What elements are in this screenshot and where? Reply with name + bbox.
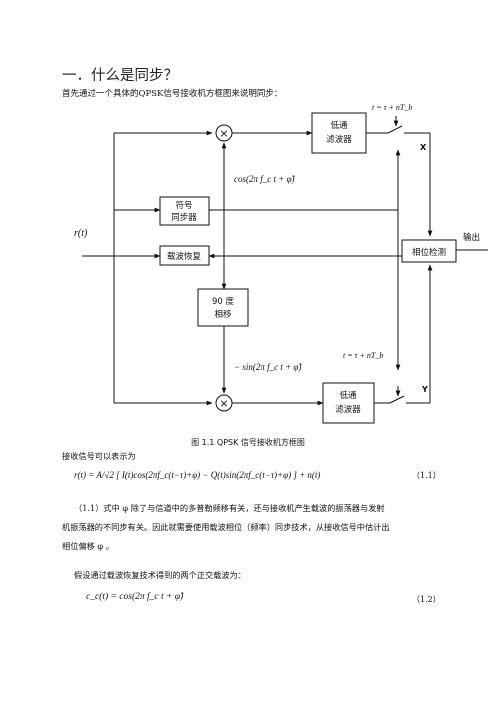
lpf-top-line1: 低通 [330,120,348,131]
equation-1-2-number: （1.2） [412,595,441,604]
phase-shift-box [197,288,249,327]
svg-text:×: × [219,127,228,140]
svg-text:×: × [219,397,228,410]
received-intro: 接收信号可以表示为 [62,451,136,461]
lpf-bottom-line2: 滤波器 [335,404,361,415]
x-label: X [420,143,427,152]
para2: 假设通过载波恢复技术得到的两个正交载波为： [74,570,246,580]
phase-shift-line2: 相移 [214,309,232,320]
figure-caption: 图 1.1 QPSK 信号接收机方框图 [191,438,305,447]
lpf-top-box [311,112,367,154]
para1-line1: （1.1）式中 φ 除了与信道中的多普勒频移有关，还与接收机产生载波的振荡器与发… [74,503,385,513]
equation-1-2: c_c(t) = cos(2π f_c t + φ̂) [86,592,184,602]
qpsk-receiver-diagram: × × 低通 滤波器 低通 滤波器 符号 同步器 载波恢复 90 度 相移 相位… [74,103,488,424]
lpf-top-line2: 滤波器 [326,134,352,145]
phase-detect-label: 相位检测 [412,247,446,258]
phase-shift-line1: 90 度 [212,296,235,307]
sin-label: − sin(2π f_c t + φ̂) [234,362,302,372]
para1-line3: 相位偏移 φ 。 [62,541,114,551]
intro-text: 首先通过一个具体的QPSK信号接收机方框图来说明同步： [62,89,283,99]
sample-bottom-label: t = τ + nT_b [343,351,383,360]
y-label: Y [421,385,428,394]
cos-label: cos(2π f_c t + φ̂) [234,174,296,184]
symbol-sync-box [159,196,210,226]
lpf-bottom-box [322,382,375,424]
section-heading: 一．什么是同步？ [62,68,178,84]
phase-detect-box [401,239,457,263]
carrier-recovery-label: 载波恢复 [167,251,202,262]
lpf-bottom-line1: 低通 [339,390,357,401]
output-label: 输出 [463,232,480,243]
para1-line2: 机振荡器的不同步有关。因此就需要使用载波相位（频率）同步技术，从接收信号中估计出 [62,522,390,532]
symbol-sync-line1: 符号 [175,200,192,211]
sample-top-label: t = τ + nT_b [372,103,412,112]
symbol-sync-line2: 同步器 [171,213,197,223]
input-label: r(t) [74,228,88,239]
equation-1-1-number: （1.1） [412,471,441,480]
equation-1-1: r(t) = A/√2 [ I(t)cos(2πf_c(t−τ)+φ) − Q(… [74,470,321,480]
carrier-recovery-box [159,245,210,266]
